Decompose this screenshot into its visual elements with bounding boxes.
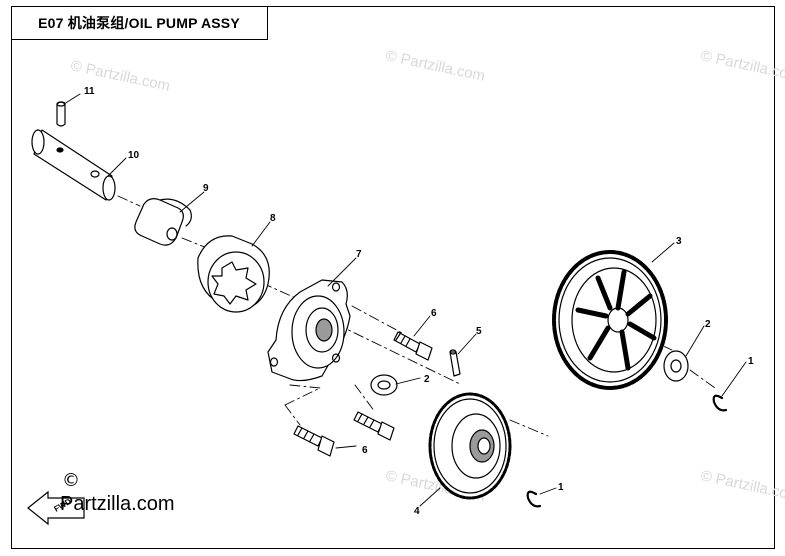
callout-2-left: 2: [424, 374, 430, 385]
leader-lines: [63, 93, 747, 507]
small-gear-part-4: [428, 392, 512, 500]
watermark: © Partzilla.com: [699, 47, 785, 85]
pump-body-part-7: [267, 279, 351, 382]
circlip-part-1-lower: [526, 490, 542, 508]
dowel-part-5: [449, 349, 461, 377]
title-box: E07 机油泵组/OIL PUMP ASSY: [11, 6, 268, 40]
pin-part-11: [56, 101, 66, 127]
washer-part-2-right: [663, 350, 689, 382]
bolt-part-6-mid: [353, 411, 395, 441]
watermark: © Partzilla.com: [384, 47, 486, 85]
bolt-part-6-low: [293, 425, 335, 457]
fwd-arrow-icon: FWD: [27, 490, 85, 526]
shaft-part-10: [31, 129, 116, 201]
callout-1-lower: 1: [558, 482, 564, 493]
callout-2-right: 2: [705, 319, 711, 330]
callout-5: 5: [476, 326, 482, 337]
callout-11: 11: [84, 86, 95, 97]
washer-part-2-left: [370, 374, 398, 396]
callout-1-right: 1: [748, 356, 754, 367]
watermarks: © Partzilla.com © Partzilla.com © Partzi…: [69, 47, 785, 505]
large-gear-part-3: [552, 250, 668, 390]
outer-rotor-part-8: [197, 235, 270, 313]
callout-6-top: 6: [431, 308, 437, 319]
bolt-part-6-top: [393, 331, 433, 361]
circlip-part-1-right: [712, 394, 728, 412]
copyright-symbol: ©: [62, 470, 80, 491]
callout-8: 8: [270, 213, 276, 224]
callout-3: 3: [676, 236, 682, 247]
callout-7: 7: [356, 249, 362, 260]
brand-text: Partzilla.com: [60, 493, 175, 515]
callout-9: 9: [203, 183, 209, 194]
callout-6-low: 6: [362, 445, 368, 456]
diagram-frame: [11, 6, 775, 549]
callout-4: 4: [414, 506, 420, 517]
callout-10: 10: [128, 150, 140, 161]
inner-rotor-part-9: [134, 198, 192, 246]
callouts: 11 10 9 8 7 6 5 2 3 2 1 6 4 1: [84, 86, 754, 517]
watermark: © Partzilla.com: [699, 467, 785, 505]
diagram-title: E07 机油泵组/OIL PUMP ASSY: [38, 14, 240, 31]
